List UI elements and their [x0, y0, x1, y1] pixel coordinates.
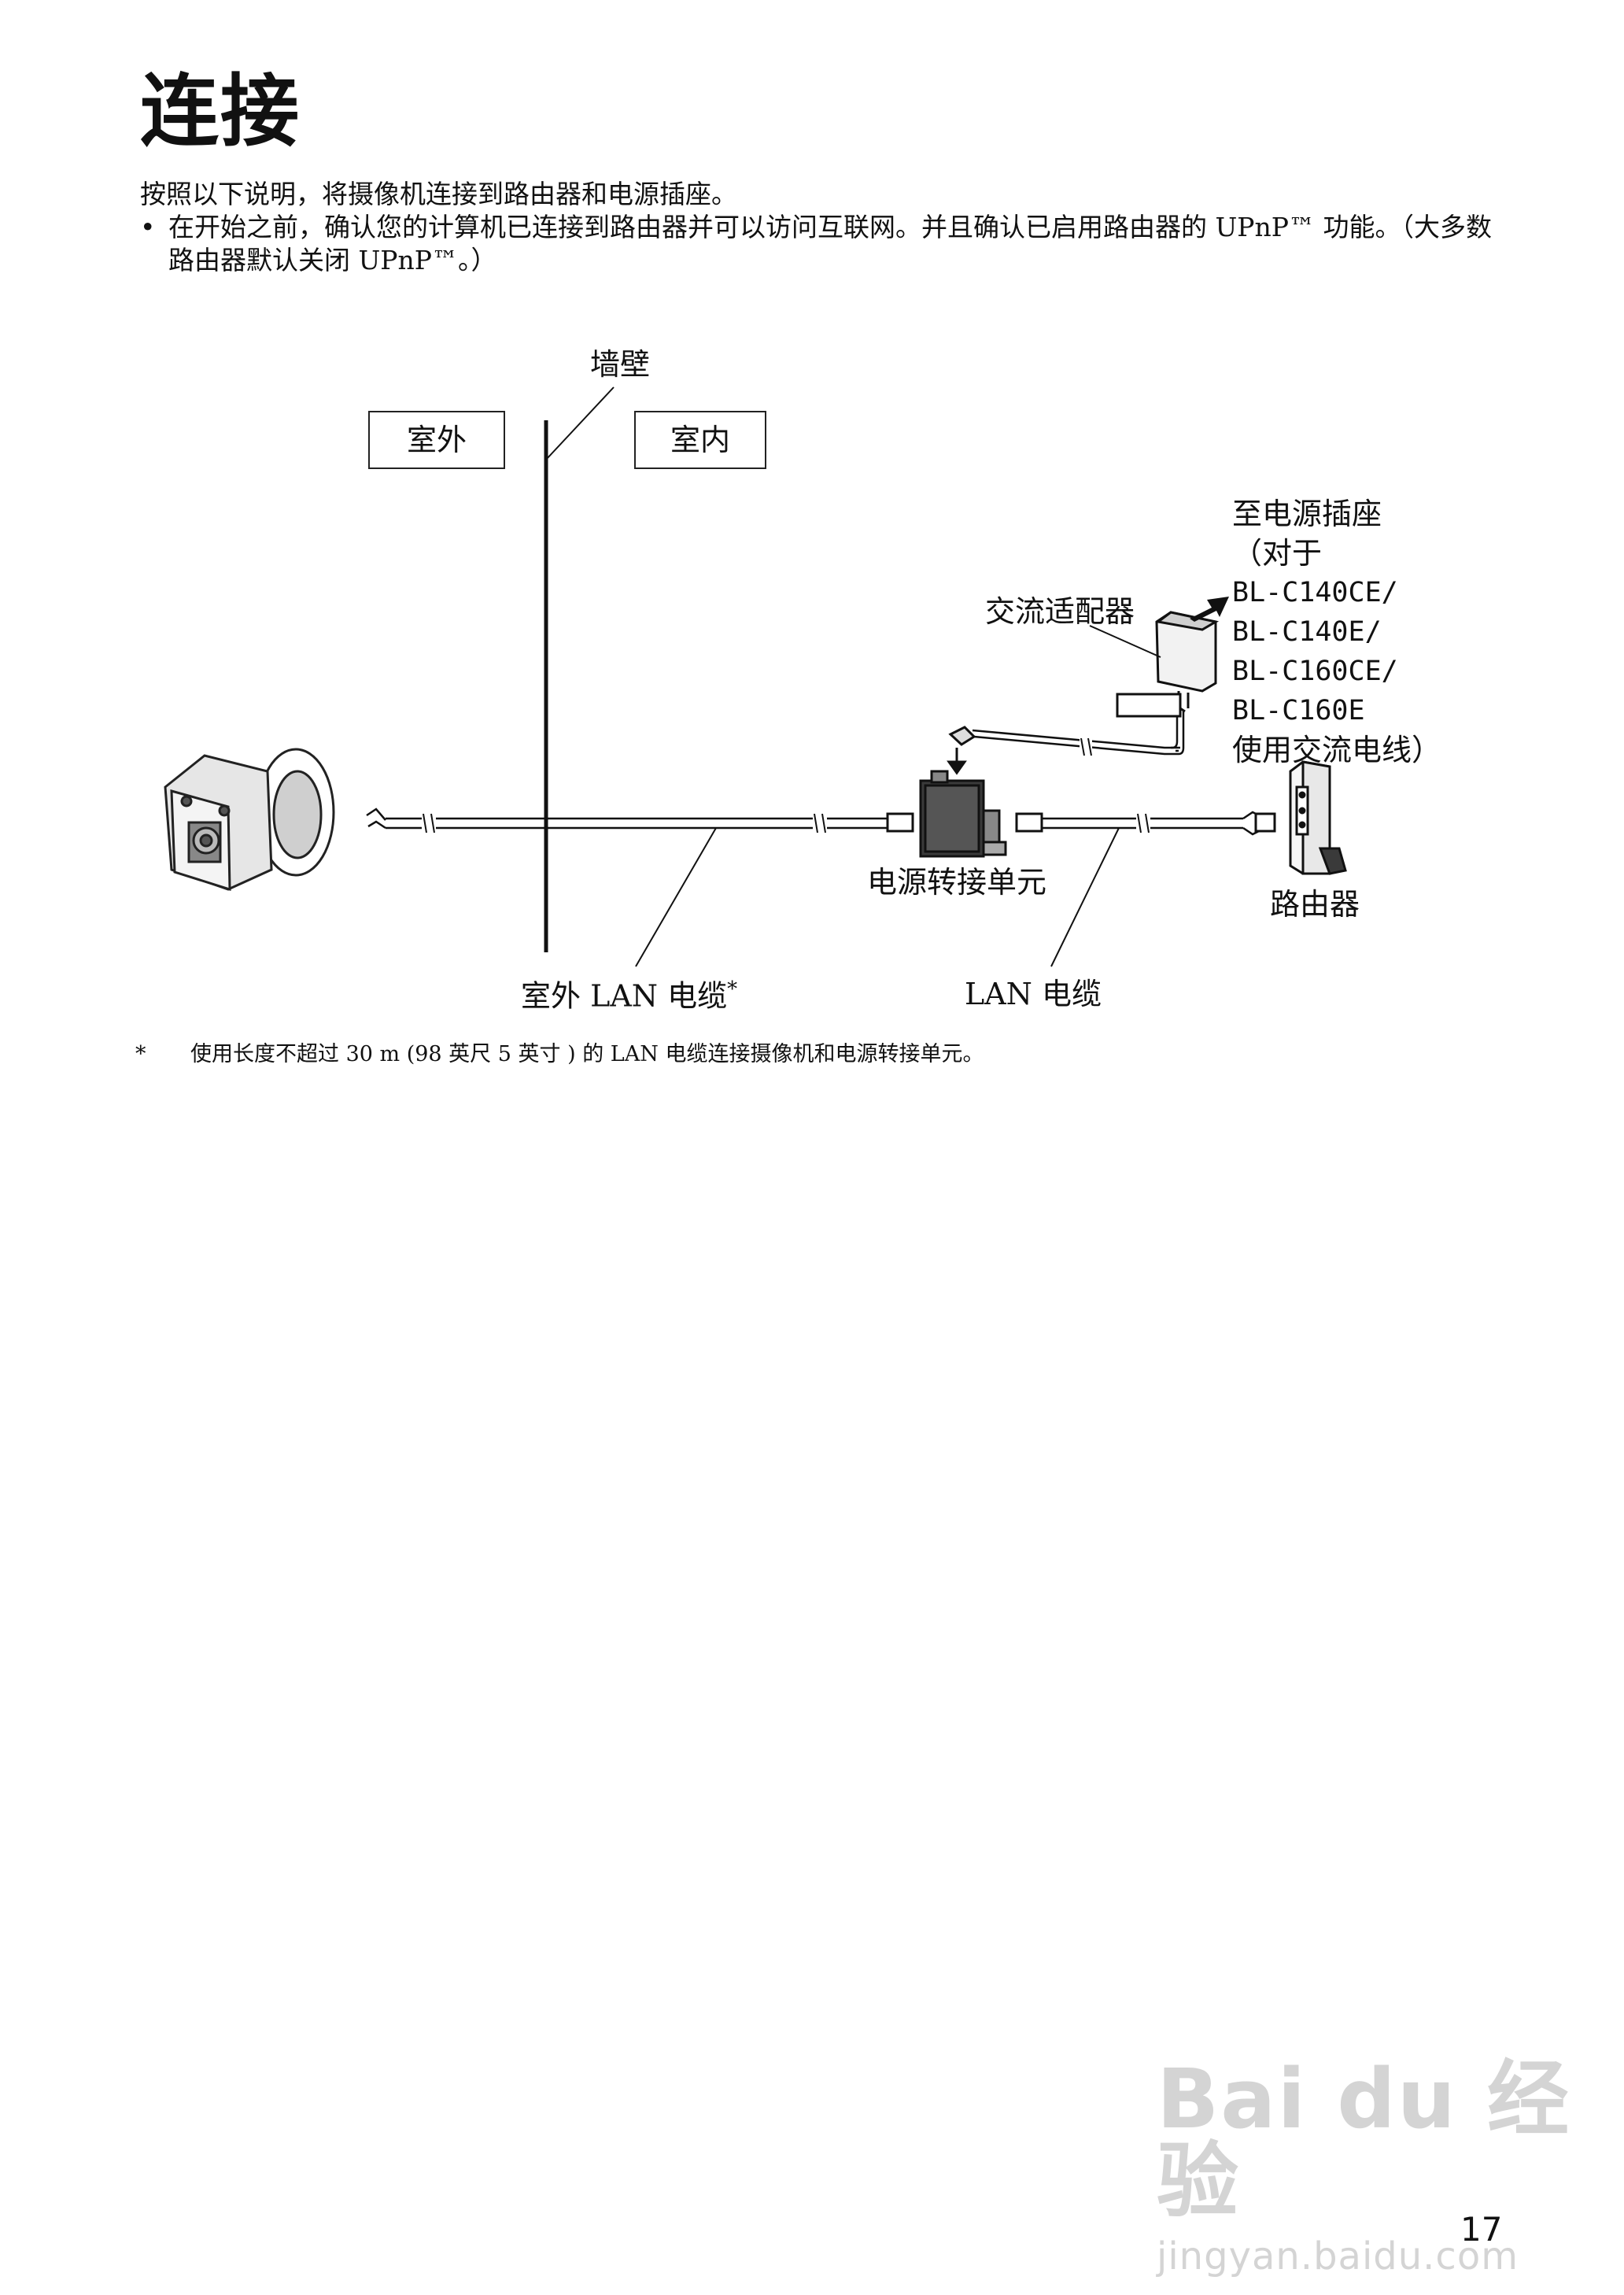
outlet-note-line-5: BL-C160CE/ — [1232, 656, 1398, 687]
wall-label: 墙壁 — [590, 347, 651, 382]
outlet-note-line-4: BL-C140E/ — [1232, 616, 1382, 648]
outdoor-cable-break-1 — [422, 811, 436, 836]
footnote-mark: * — [135, 1042, 146, 1066]
lan-cable-leader — [1050, 827, 1120, 967]
indoor-label: 室内 — [634, 411, 766, 469]
outlet-note: 至电源插座 （对于 BL-C140CE/ BL-C140E/ BL-C160CE… — [1232, 494, 1441, 770]
footnote-text: 使用长度不超过 30 m (98 英尺 5 英寸 ) 的 LAN 电缆连接摄像机… — [190, 1042, 984, 1066]
watermark-url: jingyan.baidu.com — [1157, 2234, 1519, 2278]
baidu-watermark: Bai du 经验 jingyan.baidu.com — [1157, 2058, 1624, 2275]
power-unit-label: 电源转接单元 — [867, 865, 1047, 900]
outdoor-cable-break-2 — [813, 811, 827, 836]
outdoor-cable-leader — [635, 827, 717, 967]
page-title: 连接 — [140, 65, 301, 157]
bullet-dot: • — [140, 212, 156, 242]
lan-cable-break — [1136, 811, 1150, 836]
power-unit-icon — [919, 770, 1007, 858]
intro-text: 按照以下说明，将摄像机连接到路由器和电源插座。 — [140, 179, 737, 209]
footnote: * 使用长度不超过 30 m (98 英尺 5 英寸 ) 的 LAN 电缆连接摄像… — [135, 1044, 984, 1065]
outdoor-lan-cable-text: 室外 LAN 电缆 — [521, 978, 728, 1014]
wall-leader — [545, 386, 615, 460]
outlet-note-line-3: BL-C140CE/ — [1232, 577, 1398, 608]
watermark-logo: Bai du 经验 — [1157, 2051, 1570, 2229]
lan-plug — [886, 812, 914, 833]
dc-cord-break — [1080, 736, 1092, 758]
outdoor-lan-cable — [366, 808, 889, 830]
outlet-note-line-6: BL-C160E — [1232, 695, 1365, 726]
bullet-list: • 在开始之前，确认您的计算机已连接到路由器并可以访问互联网。并且确认已启用路由… — [140, 211, 1493, 277]
ac-adaptor-leader — [1089, 625, 1161, 658]
asterisk-mark: * — [727, 978, 738, 1001]
lan-cable-label: LAN 电缆 — [965, 977, 1102, 1011]
ac-adaptor-icon — [1116, 611, 1220, 718]
camera-icon — [164, 748, 335, 892]
dc-plug-icon — [947, 726, 976, 775]
page-number: 17 — [1460, 2210, 1503, 2249]
router-icon — [1254, 760, 1347, 875]
dc-cord — [972, 711, 1185, 756]
outlet-note-line-1: 至电源插座 — [1232, 497, 1382, 531]
outlet-note-line-2: （对于 — [1232, 536, 1323, 571]
outlet-note-line-7: 使用交流电线） — [1232, 733, 1442, 767]
outdoor-lan-cable-label: 室外 LAN 电缆* — [521, 979, 737, 1011]
router-label: 路由器 — [1270, 887, 1360, 922]
connection-diagram — [164, 386, 1347, 967]
arrow-to-outlet-icon — [1190, 597, 1229, 622]
ac-adaptor-label: 交流适配器 — [985, 594, 1135, 629]
bullet-item: 在开始之前，确认您的计算机已连接到路由器并可以访问互联网。并且确认已启用路由器的… — [168, 212, 1492, 275]
outdoor-label: 室外 — [368, 411, 505, 469]
